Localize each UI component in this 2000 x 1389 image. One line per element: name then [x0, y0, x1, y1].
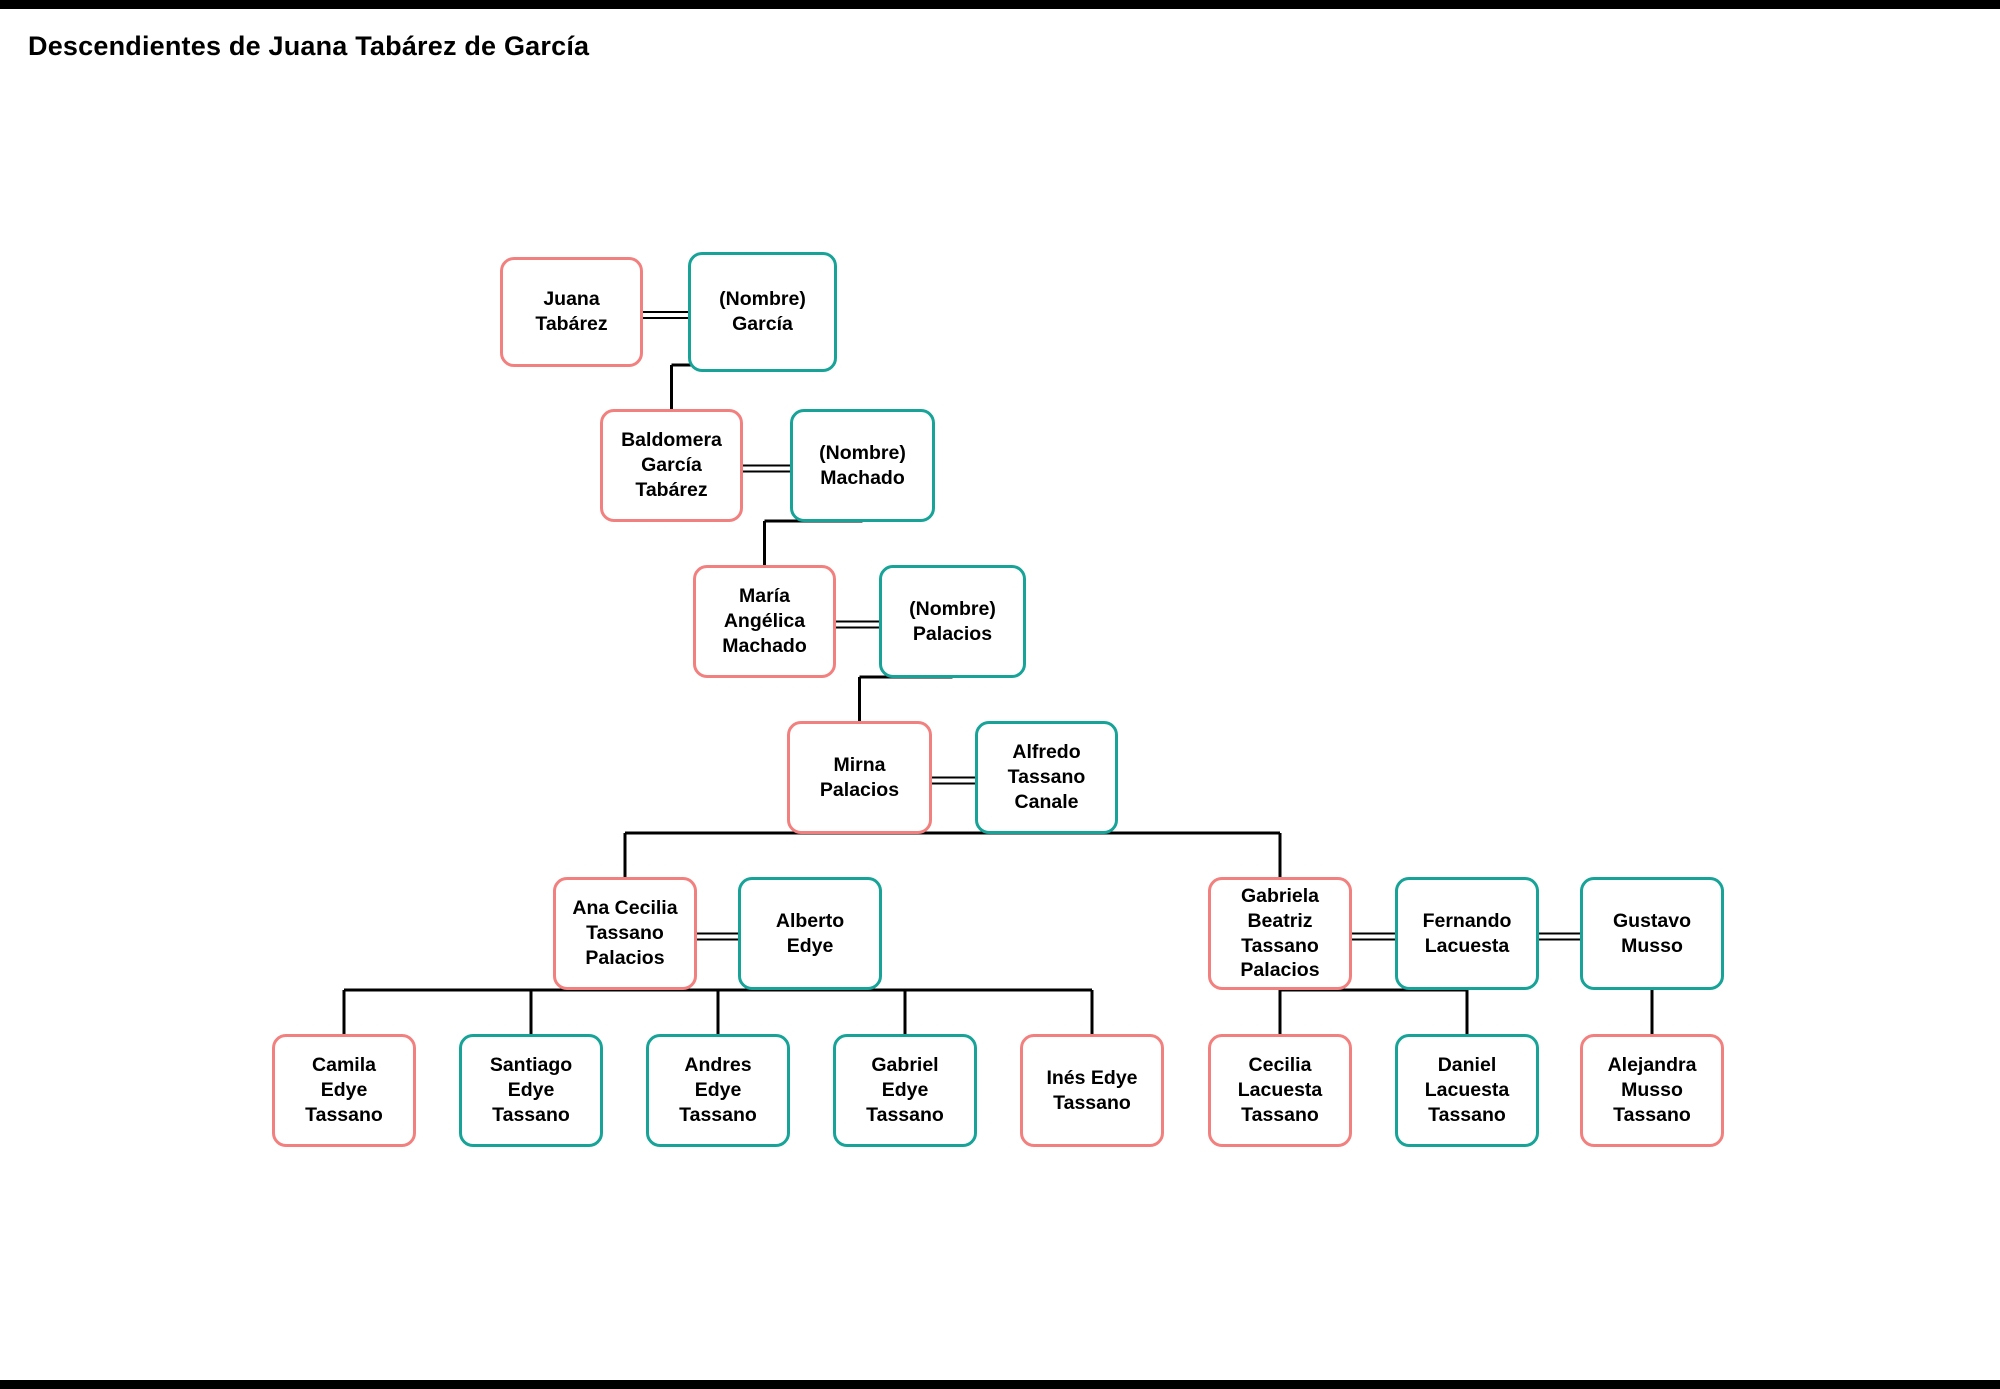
person-box-anacecilia[interactable]: Ana Cecilia Tassano Palacios [553, 877, 697, 990]
person-box-mirna[interactable]: Mirna Palacios [787, 721, 932, 834]
person-box-santiago[interactable]: Santiago Edye Tassano [459, 1034, 603, 1147]
person-name-cecilia: Cecilia Lacuesta Tassano [1237, 1054, 1323, 1126]
person-box-ines[interactable]: Inés Edye Tassano [1020, 1034, 1164, 1147]
person-box-fernando[interactable]: Fernando Lacuesta [1395, 877, 1539, 990]
person-box-gabriel[interactable]: Gabriel Edye Tassano [833, 1034, 977, 1147]
person-name-mirna: Mirna Palacios [819, 753, 900, 801]
person-box-juana[interactable]: Juana Tabárez [500, 257, 643, 367]
person-name-andres: Andres Edye Tassano [679, 1054, 757, 1126]
person-name-alfredo: Alfredo Tassano Canale [1007, 741, 1086, 813]
person-name-gabriela: Gabriela Beatriz Tassano Palacios [1240, 884, 1320, 982]
person-box-maria[interactable]: María Angélica Machado [693, 565, 836, 678]
person-name-santiago: Santiago Edye Tassano [489, 1054, 573, 1126]
person-box-camila[interactable]: Camila Edye Tassano [272, 1034, 416, 1147]
person-name-gabriel: Gabriel Edye Tassano [866, 1054, 944, 1126]
person-name-maria: María Angélica Machado [722, 585, 807, 657]
person-box-gustavo[interactable]: Gustavo Musso [1580, 877, 1724, 990]
person-box-garcia[interactable]: (Nombre) García [688, 252, 837, 372]
person-name-camila: Camila Edye Tassano [305, 1054, 383, 1126]
person-box-daniel[interactable]: Daniel Lacuesta Tassano [1395, 1034, 1539, 1147]
person-box-gabriela[interactable]: Gabriela Beatriz Tassano Palacios [1208, 877, 1352, 990]
person-name-baldomera: Baldomera García Tabárez [621, 429, 722, 501]
person-box-alejandra[interactable]: Alejandra Musso Tassano [1580, 1034, 1724, 1147]
person-name-fernando: Fernando Lacuesta [1422, 909, 1512, 957]
person-box-machado[interactable]: (Nombre) Machado [790, 409, 935, 522]
person-name-machado: (Nombre) Machado [819, 441, 906, 489]
person-name-ines: Inés Edye Tassano [1046, 1066, 1138, 1114]
person-name-garcia: (Nombre) García [719, 288, 806, 335]
page-title: Descendientes de Juana Tabárez de García [28, 31, 590, 61]
person-name-alejandra: Alejandra Musso Tassano [1607, 1054, 1697, 1126]
person-box-palacios[interactable]: (Nombre) Palacios [879, 565, 1026, 678]
connector-layer [342, 310, 1654, 1034]
person-name-juana: Juana Tabárez [535, 288, 608, 335]
person-box-cecilia[interactable]: Cecilia Lacuesta Tassano [1208, 1034, 1352, 1147]
person-box-andres[interactable]: Andres Edye Tassano [646, 1034, 790, 1147]
person-name-anacecilia: Ana Cecilia Tassano Palacios [572, 897, 678, 969]
person-name-alberto: Alberto Edye [775, 909, 845, 957]
person-box-alfredo[interactable]: Alfredo Tassano Canale [975, 721, 1118, 834]
person-box-baldomera[interactable]: Baldomera García Tabárez [600, 409, 743, 522]
person-name-daniel: Daniel Lacuesta Tassano [1424, 1054, 1510, 1126]
person-name-palacios: (Nombre) Palacios [909, 597, 996, 645]
person-box-alberto[interactable]: Alberto Edye [738, 877, 882, 990]
person-name-gustavo: Gustavo Musso [1612, 909, 1692, 957]
